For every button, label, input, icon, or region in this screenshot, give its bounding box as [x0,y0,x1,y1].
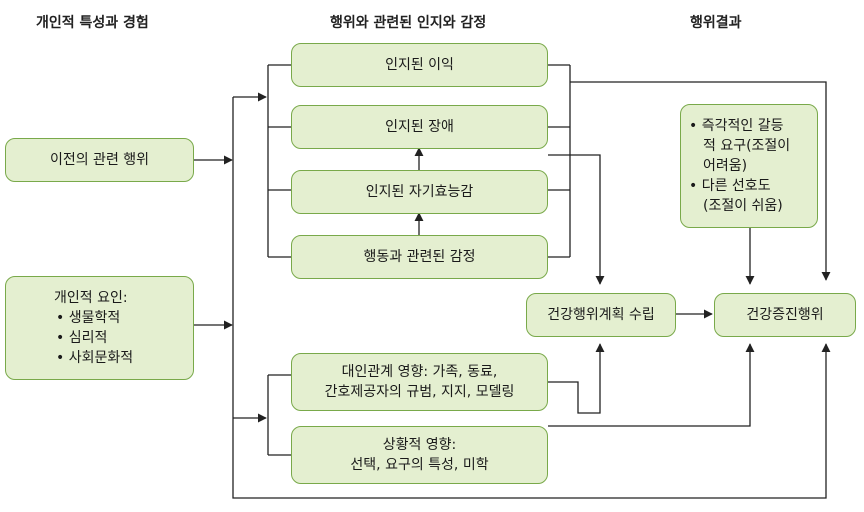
perceived-benefits-label: 인지된 이익 [385,57,454,73]
situational-influences-box: 상황적 영향: 선택, 요구의 특성, 미학 [291,426,548,484]
interpersonal-influences-line1: 대인관계 영향: 가족, 동료, [341,364,498,380]
competing-demand-item-cont: 적 요구(조절이 [703,138,791,154]
situational-influences-line1: 상황적 영향: [382,437,457,453]
competing-demand-item: 즉각적인 갈등 [689,116,784,136]
perceived-barriers-label: 인지된 장애 [385,119,454,135]
health-promoting-behavior-label: 건강증진행위 [746,307,824,323]
prior-related-behavior-box: 이전의 관련 행위 [5,138,194,182]
personal-factor-item: 생물학적 [16,308,121,328]
activity-related-affect-box: 행동과 관련된 감정 [291,235,548,279]
competing-preference-item: 다른 선호도 [689,176,771,196]
perceived-benefits-box: 인지된 이익 [291,43,548,87]
competing-preference-item-cont: (조절이 쉬움) [703,198,783,214]
competing-demands-box: 즉각적인 갈등 적 요구(조절이 어려움) 다른 선호도 (조절이 쉬움) [680,104,818,228]
personal-factor-item: 심리적 [16,328,108,348]
perceived-self-efficacy-box: 인지된 자기효능감 [291,170,548,214]
health-promoting-behavior-box: 건강증진행위 [714,293,856,337]
personal-factor-item: 사회문화적 [16,348,133,368]
interpersonal-influences-box: 대인관계 영향: 가족, 동료, 간호제공자의 규범, 지지, 모델링 [291,353,548,411]
action-plan-box: 건강행위계획 수립 [526,293,676,337]
personal-factors-title: 개인적 요인: [54,290,128,306]
activity-related-affect-label: 행동과 관련된 감정 [363,249,476,265]
situational-influences-line2: 선택, 요구의 특성, 미학 [350,457,489,473]
perceived-barriers-box: 인지된 장애 [291,105,548,149]
header-behavior-cognitions: 행위와 관련된 인지와 감정 [330,15,487,31]
action-plan-label: 건강행위계획 수립 [547,307,655,323]
competing-demand-item-cont: 어려움) [703,158,748,174]
perceived-self-efficacy-label: 인지된 자기효능감 [365,184,474,200]
header-personal-characteristics: 개인적 특성과 경험 [36,15,149,31]
prior-related-behavior-label: 이전의 관련 행위 [49,152,150,168]
header-behavioral-outcome: 행위결과 [690,15,742,31]
interpersonal-influences-line2: 간호제공자의 규범, 지지, 모델링 [324,384,515,400]
personal-factors-box: 개인적 요인: 생물학적 심리적 사회문화적 [5,276,194,380]
